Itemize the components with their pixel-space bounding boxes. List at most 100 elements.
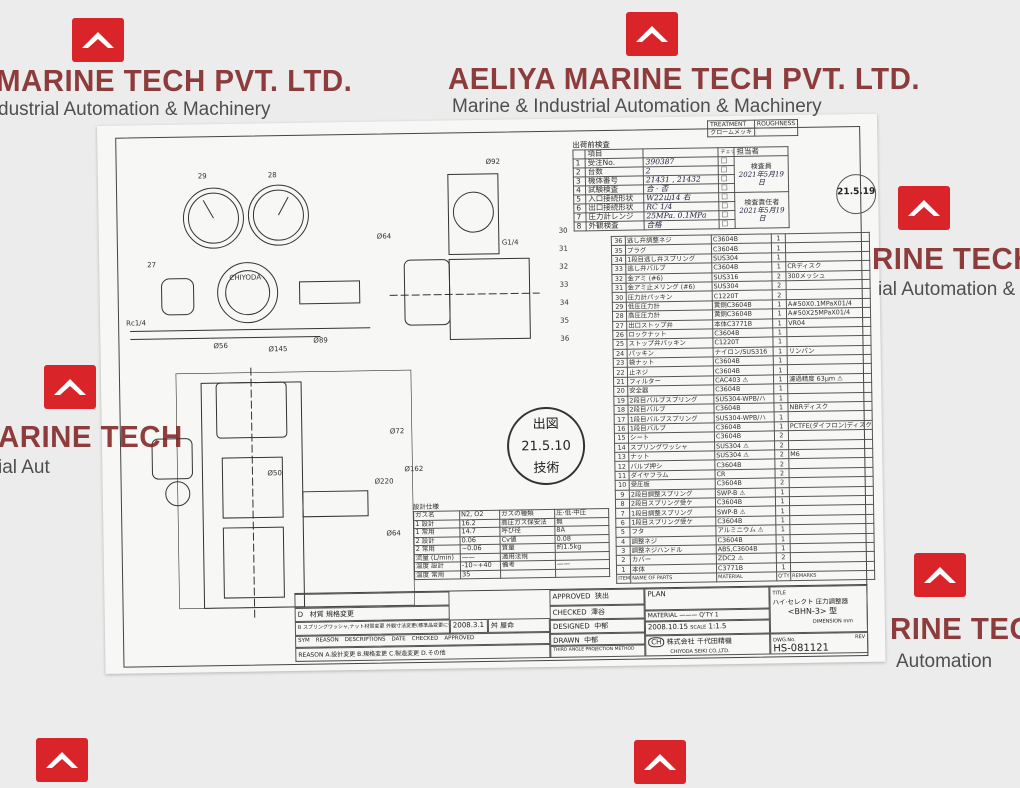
low-pressure-gauge xyxy=(182,187,244,249)
check-box[interactable]: ☐ xyxy=(718,192,735,202)
roughness-value xyxy=(754,127,798,137)
drawing-callout: Ø162 xyxy=(404,465,423,473)
checked-cell: CHECKED 澤谷 xyxy=(549,604,645,620)
parts-cell: 1 xyxy=(772,308,787,319)
parts-cell: 1 xyxy=(772,318,787,328)
check-box[interactable]: ☐ xyxy=(719,219,736,229)
check-box[interactable]: ☐ xyxy=(718,165,735,175)
parts-cell: 2 xyxy=(772,280,787,291)
parts-cell: 1 xyxy=(772,327,787,338)
drawing-callout: 28 xyxy=(268,171,277,179)
parts-cell: 1 xyxy=(775,487,790,497)
parts-cell: 1 xyxy=(774,421,789,432)
parts-cell: 31 xyxy=(612,283,627,293)
watermark-logo xyxy=(36,738,88,782)
drawing-callout: 30 xyxy=(559,227,568,235)
drawing-callout: 36 xyxy=(560,335,570,343)
inspector-date: 2021年5月19日 xyxy=(738,169,784,187)
parts-cell: 36 xyxy=(611,236,626,246)
rev-sym: D xyxy=(297,610,304,619)
watermark-logo xyxy=(626,12,678,56)
drawing-callout: Ø64 xyxy=(386,529,401,537)
company-name-en: CHIYODA SEIKI CO.,LTD. xyxy=(670,648,730,656)
drawing-callout: Ø56 xyxy=(213,342,228,350)
parts-cell: 30 xyxy=(612,292,627,303)
parts-header-cell: REMARKS xyxy=(790,570,875,582)
check-box[interactable]: ☐ xyxy=(718,156,735,166)
parts-cell: 27 xyxy=(612,320,627,331)
parts-cell: 14 xyxy=(614,442,629,453)
high-pressure-gauge xyxy=(247,184,309,246)
parts-cell: 2 xyxy=(774,430,789,441)
watermark-logo xyxy=(898,186,950,230)
title-label: TITLE xyxy=(772,590,787,597)
reasons: REASON A.設計変更 B.規格変更 C.製造変更 D.その他 xyxy=(295,643,551,662)
approved-cell: APPROVED 狭出 xyxy=(549,588,645,606)
approved-value: 狭出 xyxy=(594,592,610,601)
drawing-callout: 34 xyxy=(560,299,570,307)
parts-cell: 26 xyxy=(612,330,627,340)
parts-cell: 2 xyxy=(772,290,787,300)
parts-cell: 35 xyxy=(611,245,626,256)
revision-b-sign-cell: 舛 屋命 xyxy=(487,617,551,633)
parts-cell: 16 xyxy=(614,424,629,434)
spec-cell: 高圧ガス保安法 xyxy=(499,517,555,528)
rev-checked: 舛 xyxy=(490,621,498,630)
rev-header: DATE xyxy=(391,636,406,643)
parts-cell: 17 xyxy=(614,414,629,425)
drawing-date: 2008.10.15 xyxy=(647,622,689,632)
check-box[interactable]: ☐ xyxy=(718,174,735,184)
row-no: 5 xyxy=(573,194,586,205)
parts-header-cell: MATERIAL xyxy=(716,571,777,583)
parts-cell: 1 xyxy=(776,543,791,554)
check-box[interactable]: ☐ xyxy=(718,201,735,211)
check-box[interactable]: ☐ xyxy=(718,183,735,193)
parts-cell: 1 xyxy=(773,374,788,385)
inlet-nut-side xyxy=(403,259,451,326)
parts-cell: 4 xyxy=(616,536,631,547)
spec-cell: 温度 常用 xyxy=(414,570,461,580)
drawing-callout: Ø220 xyxy=(375,477,394,485)
drawn-value: 中郁 xyxy=(584,636,599,645)
plan-label: PLAN xyxy=(647,590,666,599)
parts-cell: 22 xyxy=(613,367,628,378)
house-logo-icon xyxy=(46,752,78,768)
stamp-top: 出図 xyxy=(532,416,559,433)
rev-approved: 屋命 xyxy=(500,621,515,630)
check-box[interactable]: ☐ xyxy=(718,210,736,220)
row-no: 6 xyxy=(573,203,586,214)
spec-cell xyxy=(555,568,610,578)
parts-cell: 1 xyxy=(773,365,788,375)
model-name: <BHN-3> 型 xyxy=(787,606,838,617)
parts-cell: SUS304-WPB/ハ xyxy=(714,412,775,423)
spec-cell: 35 xyxy=(460,569,501,579)
inspection-stamp-date: 21.5.19 xyxy=(837,186,876,198)
drawing-callout: Ø145 xyxy=(268,345,287,353)
rev-header: CHECKED xyxy=(411,635,439,643)
parts-cell: 1 xyxy=(773,355,788,366)
rev-header: REASON xyxy=(315,637,339,644)
parts-cell: 24 xyxy=(613,348,628,359)
parts-cell: 1 xyxy=(775,534,791,544)
checked-value: 澤谷 xyxy=(590,608,606,617)
inspection-stamp: 21.5.19 xyxy=(835,173,877,215)
dimension-unit: DIMENSION mm xyxy=(812,618,854,625)
parts-cell: 12 xyxy=(614,461,629,472)
parts-cell: 6 xyxy=(615,517,630,528)
drawing-callout: Ø92 xyxy=(486,158,501,166)
spec-cell: 流量 (L/min) xyxy=(414,553,461,563)
watermark-logo xyxy=(634,740,686,784)
parts-cell: 2 xyxy=(774,449,789,460)
parts-cell: 1 xyxy=(771,233,786,244)
designed-value: 中郁 xyxy=(594,622,609,631)
watermark-tagline: ial Aut xyxy=(0,457,50,478)
row-no: 1 xyxy=(573,158,586,169)
material-value: ——— xyxy=(679,611,698,619)
stamp-bottom: 技術 xyxy=(533,460,560,477)
watermark-logo xyxy=(914,553,966,597)
parts-cell: 2 xyxy=(771,271,787,281)
parts-cell: 33 xyxy=(611,264,626,274)
